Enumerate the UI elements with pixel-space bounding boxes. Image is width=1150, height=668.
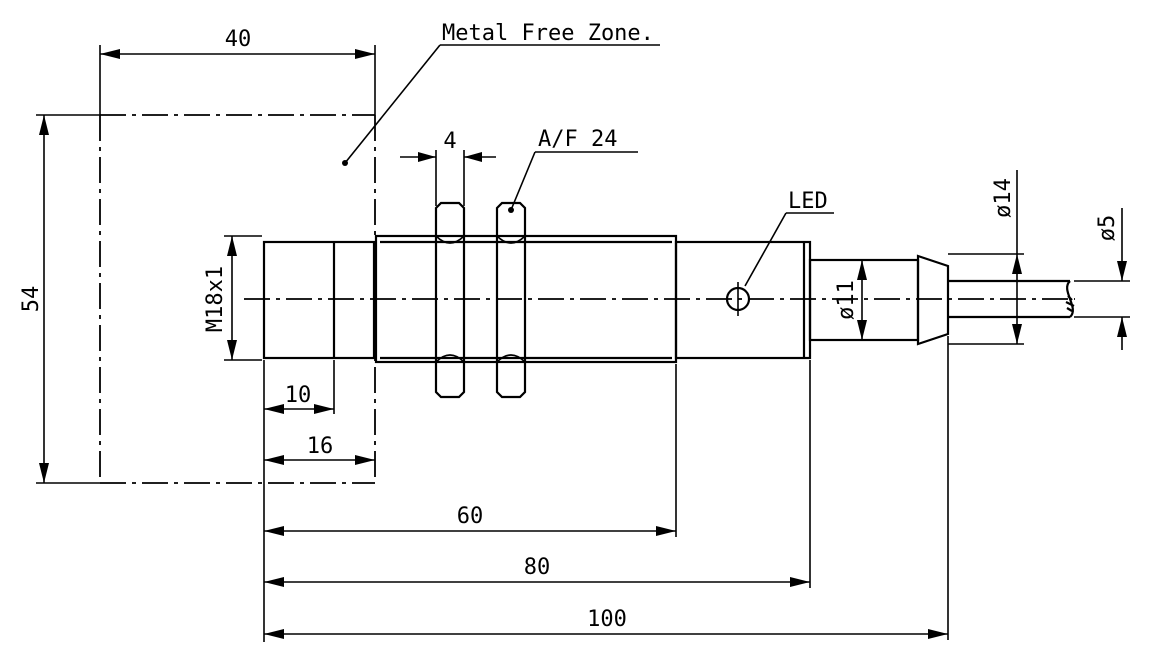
dimension-dia5 [1074, 208, 1130, 350]
dim-40-label: 40 [225, 27, 252, 52]
dimension-thread [224, 235, 262, 361]
dimension-zone-width [99, 45, 376, 115]
dia14-label: ø14 [991, 178, 1016, 218]
dimension-16 [264, 455, 375, 465]
metal-free-zone-leader [342, 44, 660, 166]
dimension-nut-thickness [400, 150, 496, 206]
dim-60-label: 60 [457, 504, 484, 529]
dim-80-label: 80 [524, 555, 551, 580]
dimension-60 [264, 526, 676, 536]
sensor-body [262, 201, 1075, 399]
led-leader [744, 212, 834, 287]
extension-lines [263, 336, 949, 642]
dim-16-label: 16 [307, 434, 334, 459]
dim-10-label: 10 [285, 383, 312, 408]
metal-free-zone-label: Metal Free Zone. [442, 21, 654, 46]
dimension-10 [264, 404, 334, 414]
dim-4-label: 4 [443, 129, 456, 154]
dimension-100 [264, 629, 948, 639]
dia11-label: ø11 [834, 280, 859, 320]
af-label: A/F 24 [538, 127, 617, 152]
dimension-80 [264, 577, 810, 587]
dimension-dia11 [856, 259, 906, 341]
dia5-label: ø5 [1095, 215, 1120, 242]
dim-100-label: 100 [587, 607, 627, 632]
led-label: LED [788, 189, 828, 214]
dim-54-label: 54 [19, 286, 44, 313]
dimension-dia14 [948, 170, 1024, 345]
thread-label: M18x1 [203, 266, 228, 332]
af-leader [508, 151, 638, 213]
dimension-zone-height [36, 114, 100, 484]
